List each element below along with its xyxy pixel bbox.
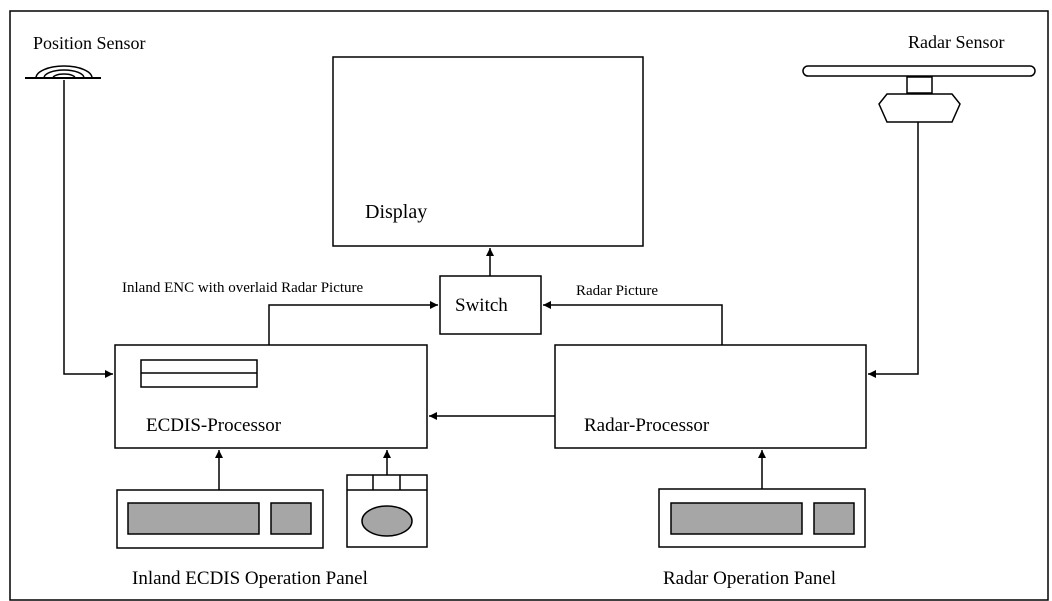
display-box — [332, 56, 644, 247]
trackball-icon — [346, 474, 428, 548]
enc-overlay-flow-label: Inland ENC with overlaid Radar Picture — [122, 280, 364, 296]
ecdis-processor-label: ECDIS-Processor — [146, 415, 282, 436]
switch-label: Switch — [455, 295, 508, 316]
position-sensor-connector — [63, 80, 113, 378]
radar-to-switch-connector — [543, 301, 723, 345]
radar-antenna-icon — [802, 65, 1036, 123]
radar-processor-label: Radar-Processor — [584, 415, 710, 436]
radar-panel-label: Radar Operation Panel — [663, 568, 836, 589]
display-label: Display — [365, 201, 427, 223]
radar-keyboard-icon — [658, 488, 866, 548]
ecdis-panel-label: Inland ECDIS Operation Panel — [132, 568, 368, 589]
position-sensor-label: Position Sensor — [33, 33, 146, 53]
radar-sensor-label: Radar Sensor — [908, 32, 1004, 52]
diagram-frame — [9, 10, 1049, 601]
radar-sensor-connector — [868, 122, 919, 378]
radar-picture-flow-label: Radar Picture — [576, 283, 658, 299]
ecdis-keyboard-icon — [116, 489, 324, 549]
ecdis-to-switch-connector — [268, 301, 438, 345]
gps-antenna-icon — [25, 65, 101, 79]
radar-processor-box — [554, 344, 867, 449]
switch-box — [439, 275, 542, 335]
position-sensor: Position Sensor — [25, 33, 146, 79]
radar-sensor: Radar Sensor — [802, 32, 1036, 123]
disk-drive-slot — [140, 359, 258, 388]
